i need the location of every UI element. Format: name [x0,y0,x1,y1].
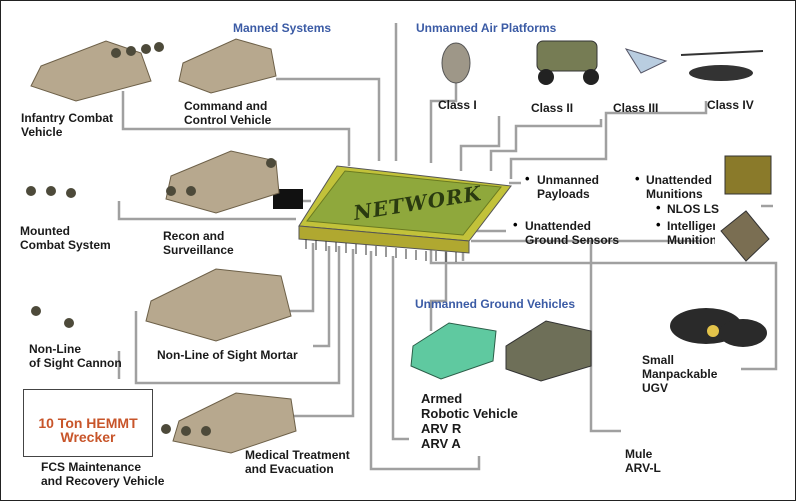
nlos-ls-label: NLOS LS [667,202,719,216]
munitions-crate [725,156,771,194]
recon-surveillance-label: Recon and Surveillance [163,229,234,257]
small-manpackable-ugv-label: Small Manpackable UGV [642,353,717,395]
class-iii-label: Class III [613,101,658,115]
mounted-combat-system-label: Mounted Combat System [20,224,111,252]
sensors-bullet: • [513,217,518,232]
class-iv-label: Class IV [707,98,754,112]
nlos-ls-bullet: • [656,200,661,215]
armed-robotic-vehicle-label: Armed Robotic Vehicle ARV R ARV A [421,391,518,451]
unmanned-payloads-label: Unmanned Payloads [537,173,599,201]
payloads-bullet: • [525,171,530,186]
class-ii-label: Class II [531,101,573,115]
nlos-mortar-label: Non-Line of Sight Mortar [157,348,298,362]
intelligent-munitions-bullet: • [656,217,661,232]
wrecker-label: 10 Ton HEMMT Wrecker [24,416,152,444]
ugv-header: Unmanned Ground Vehicles [415,297,575,311]
class-i-label: Class I [438,98,477,112]
unattended-sensors-label: Unattended Ground Sensors [525,219,619,247]
command-control-vehicle-label: Command and Control Vehicle [184,99,271,127]
intelligent-munition [721,211,769,261]
manned-systems-header: Manned Systems [233,21,331,35]
mule-arv-l-label: Mule ARV-L [625,447,661,475]
fcs-maintenance-label: FCS Maintenance and Recovery Vehicle [41,460,164,488]
wrecker-box: 10 Ton HEMMT Wrecker [23,389,153,457]
medical-treatment-label: Medical Treatment and Evacuation [245,448,350,476]
munitions-bullet: • [635,171,640,186]
nlos-cannon-label: Non-Line of Sight Cannon [29,342,122,370]
intelligent-munitions-label: Intelligent Munitions [667,219,715,247]
unattended-munitions-label: Unattended Munitions [646,173,712,201]
uav-graphics [442,41,763,85]
unmanned-air-header: Unmanned Air Platforms [416,21,556,35]
infantry-combat-vehicle-label: Infantry Combat Vehicle [21,111,113,139]
